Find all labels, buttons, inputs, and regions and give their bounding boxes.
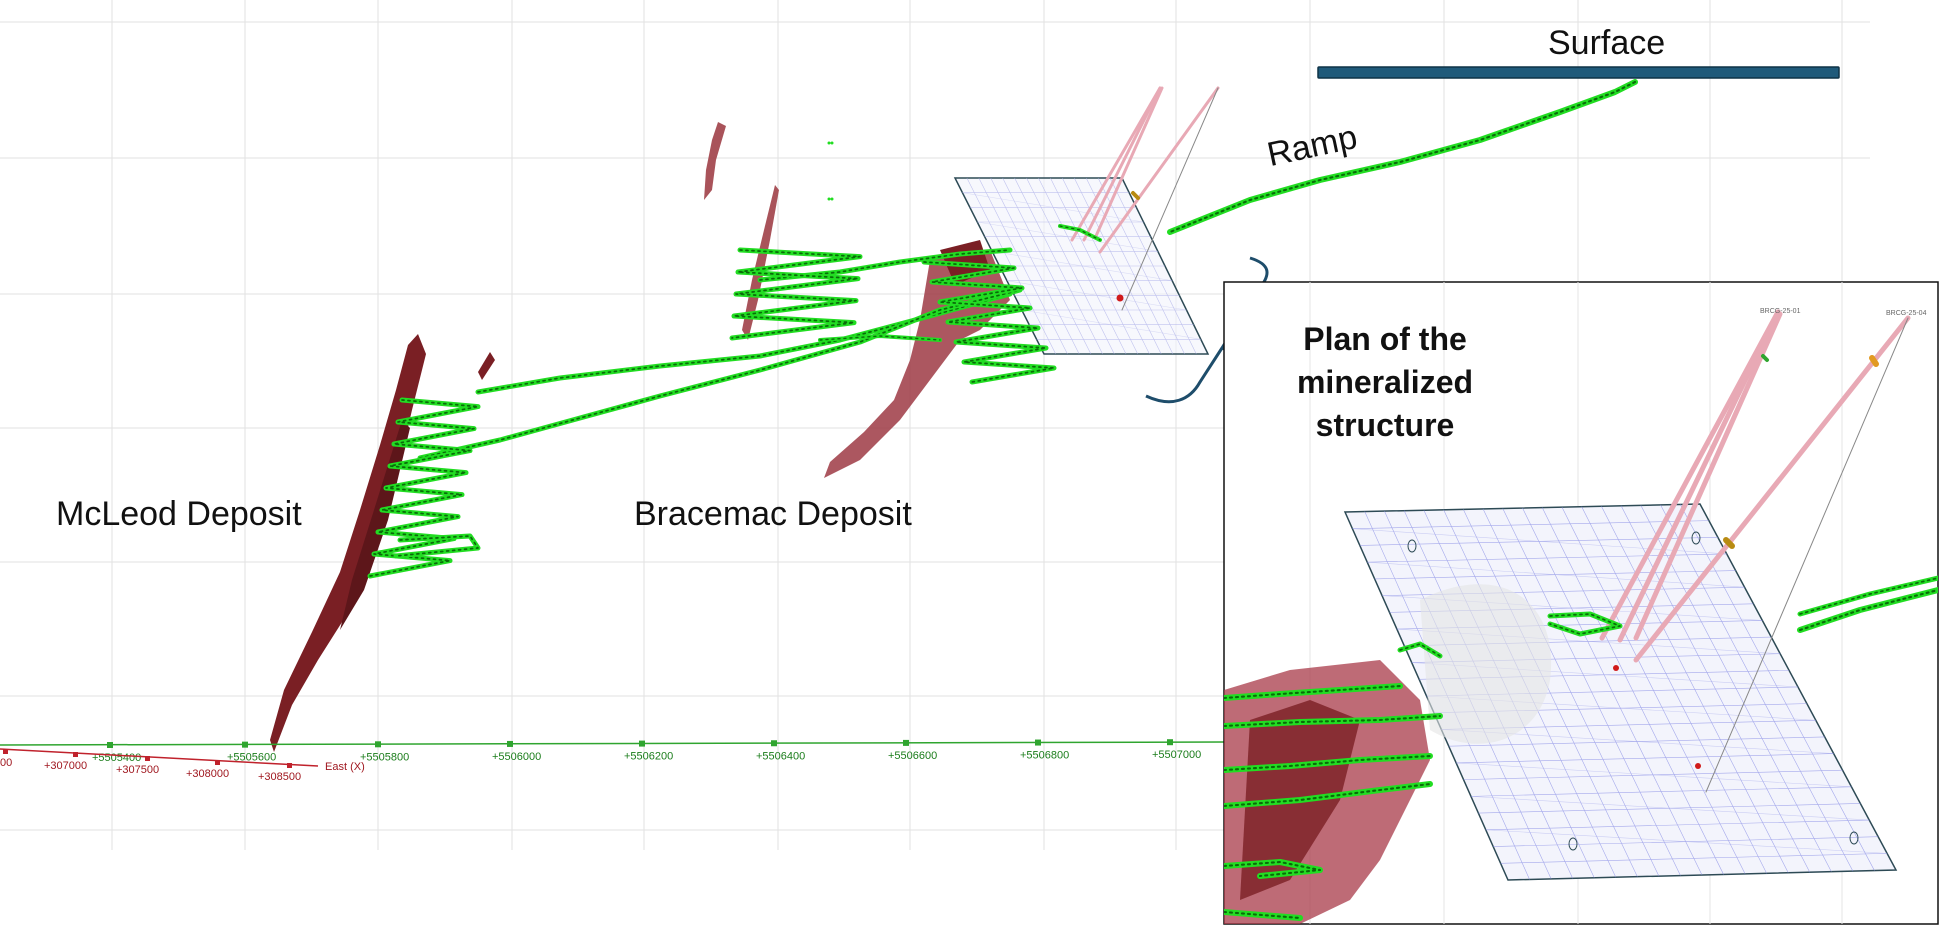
north-axis: +5505400+5505600+5505800+5506000+5506200… — [0, 739, 1225, 764]
north-tick-label: +5506200 — [624, 751, 673, 763]
north-tick-label: +5506600 — [888, 750, 937, 762]
drill-holes — [1070, 86, 1220, 311]
bracemac-deposit-label: Bracemac Deposit — [634, 495, 912, 533]
north-tick-label: +5506000 — [492, 751, 541, 763]
surface-label: Surface — [1548, 24, 1666, 62]
north-tick-label: +5505800 — [360, 751, 409, 763]
north-tick-label: +5506400 — [756, 750, 805, 762]
drill-label-1: BRCG-25-01 — [1760, 308, 1801, 315]
east-tick-label: +308000 — [186, 768, 229, 780]
inset-plan-view: BRCG-25-01 BRCG-25-04 — [1223, 281, 1939, 925]
underground-workings — [367, 79, 1638, 579]
east-tick-label: +307000 — [44, 760, 87, 772]
east-axis: 00 +307000 +307500 +308000 +308500 East (X) — [0, 748, 365, 783]
east-tick-label: +308500 — [258, 771, 301, 783]
drill-label-2: BRCG-25-04 — [1886, 310, 1927, 317]
east-tick-label: 00 — [0, 757, 12, 769]
north-tick-label: +5506800 — [1020, 750, 1069, 762]
ore-bodies — [270, 122, 1010, 752]
east-tick-label: +307500 — [116, 764, 159, 776]
north-tick-label: +5505600 — [227, 752, 276, 764]
plan-title: Plan of the mineralized structure — [1296, 321, 1474, 443]
surface-line — [1317, 66, 1840, 79]
north-tick-label: +5507000 — [1152, 749, 1201, 761]
mcleod-deposit-label: McLeod Deposit — [56, 495, 302, 533]
east-axis-label: East (X) — [325, 761, 365, 773]
